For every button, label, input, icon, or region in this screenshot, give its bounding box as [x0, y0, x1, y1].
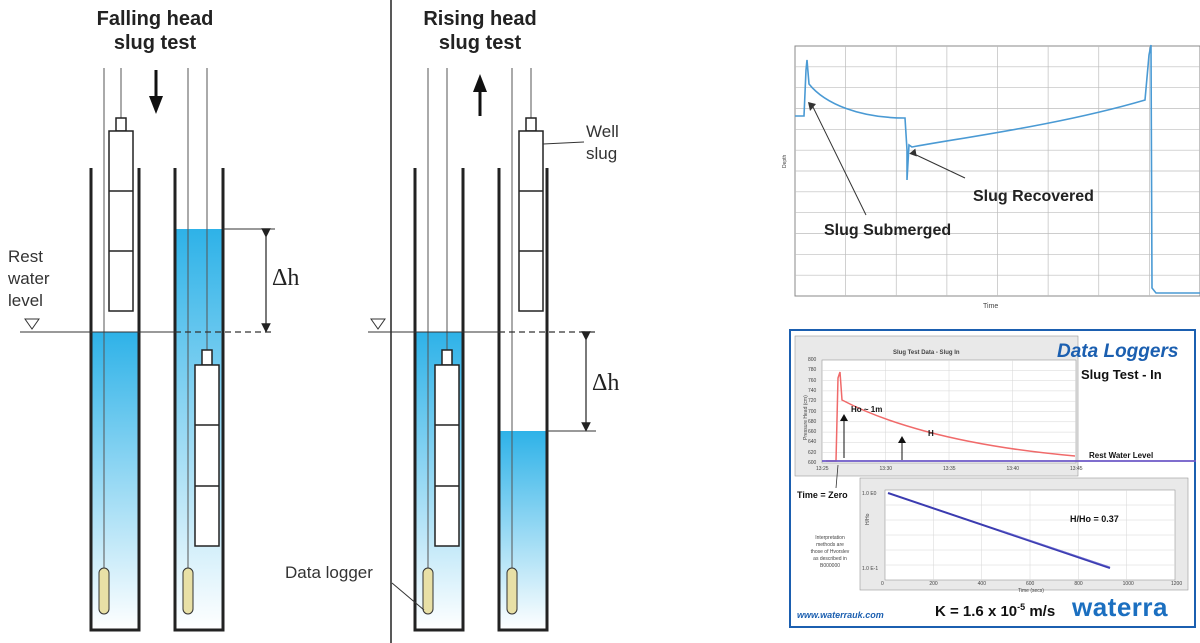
tick-label: 1000 [1122, 581, 1134, 587]
tick-label: 400 [977, 581, 986, 587]
waterra-log-ylabel: H/Ho [865, 513, 871, 525]
tick-label: 200 [929, 581, 938, 587]
tick-label: 740 [808, 387, 817, 394]
waterra-log-ytop: 1.0 E0 [862, 491, 877, 497]
rising-well1-casing [413, 168, 465, 632]
rising-rest-level [368, 318, 596, 432]
top-chart-xlabel: Time [983, 303, 999, 310]
falling-down-arrow [149, 70, 163, 114]
tick-label: 13:45 [1070, 466, 1083, 472]
rising-title-line1: Rising head [423, 8, 537, 30]
well-slug-leader [542, 141, 585, 145]
waterra-log-ybottom: 1.0 E-1 [862, 566, 879, 572]
tick-label: 13:40 [1006, 466, 1020, 472]
rest-water-label: Rest water level [8, 246, 50, 312]
rising-up-arrow [473, 74, 487, 116]
falling-title-line2: slug test [113, 32, 197, 54]
tick-label: 600 [1026, 581, 1035, 587]
top-chart-ylabel: Depth [782, 154, 788, 168]
falling-slug-raised [108, 117, 134, 312]
waterra-h-label: H [928, 429, 934, 438]
interp-line4: as described in [813, 556, 847, 562]
waterra-url: www.waterrauk.com [797, 610, 884, 620]
interp-line2: methods are [816, 542, 844, 548]
rising-delta-label: Δh [592, 370, 620, 396]
falling-title-line1: Falling head [96, 8, 214, 30]
slug-recovered-label: Slug Recovered [973, 188, 1094, 205]
tick-label: 1200 [1171, 581, 1183, 587]
data-logger-label: Data logger [285, 563, 373, 582]
tick-label: 600 [808, 460, 817, 466]
interp-line5: B000000 [819, 563, 841, 569]
top-chart [794, 44, 1200, 297]
rest-water-line1: Rest [8, 247, 43, 266]
waterra-brand-title: Data Loggers [1057, 341, 1179, 362]
tick-label: 13:35 [943, 466, 956, 472]
tick-label: 660 [808, 429, 817, 436]
tick-label: 0 [881, 581, 884, 587]
tick-label: 620 [808, 449, 817, 456]
tick-label: 700 [808, 408, 817, 415]
rest-water-line3: level [8, 291, 43, 310]
top-chart-depth-line [795, 44, 1200, 294]
rising-title: Rising head slug test [395, 7, 565, 55]
falling-well2-casing [173, 168, 225, 632]
falling-logger-2 [182, 567, 194, 615]
rising-logger-1 [422, 567, 434, 615]
log-decay-line [887, 492, 1111, 569]
waterra-log-xlabel: Time (secs) [1018, 588, 1044, 594]
waterra-time-zero: Time = Zero [797, 490, 848, 500]
slug-submerged-label: Slug Submerged [824, 222, 952, 239]
tick-label: 780 [808, 367, 817, 374]
waterra-ho-label: Ho ~ 1m [851, 405, 883, 414]
rising-slug-submerged [434, 349, 460, 547]
falling-delta-label: Δh [272, 265, 300, 291]
waterra-ratio: H/Ho = 0.37 [1070, 514, 1119, 524]
rising-logger-2 [506, 567, 518, 615]
waterra-inner-title: Slug Test Data - Slug In [893, 350, 960, 356]
pressure-head-curve [826, 371, 1076, 462]
tick-label: 800 [808, 357, 817, 363]
tick-label: 640 [808, 439, 817, 446]
tick-label: 800 [1074, 581, 1083, 587]
rising-well2-casing [497, 168, 549, 632]
interp-line3: those of Hvorslev [810, 549, 850, 555]
well-slug-line1: Well [586, 122, 619, 141]
rising-title-line2: slug test [438, 32, 522, 54]
falling-rest-level [20, 228, 275, 333]
rest-water-line2: water [8, 269, 50, 288]
tick-label: 760 [808, 377, 817, 384]
falling-slug-submerged [194, 349, 220, 547]
tick-label: 13:25 [816, 466, 829, 472]
waterra-rest-label: Rest Water Level [1089, 451, 1154, 460]
waterra-interp: Interpretation methods are those of Hvor… [800, 535, 860, 570]
tick-label: 13:30 [879, 466, 893, 472]
waterra-panel [789, 329, 1196, 628]
interp-line1: Interpretation [815, 535, 845, 541]
waterra-subtitle: Slug Test - In [1081, 367, 1162, 382]
waterra-k-value: K = 1.6 x 10-5 m/s [935, 602, 1056, 620]
rising-slug-raised [518, 117, 544, 312]
tick-label: 680 [808, 418, 817, 425]
falling-logger-1 [98, 567, 110, 615]
tick-label: 720 [808, 398, 817, 405]
well-slug-label: Well slug [586, 121, 619, 165]
falling-well1-casing [89, 168, 141, 632]
waterra-logo: waterra [1072, 592, 1168, 622]
falling-title: Falling head slug test [70, 7, 240, 55]
well-slug-line2: slug [586, 144, 618, 163]
data-logger-leader [391, 582, 425, 611]
